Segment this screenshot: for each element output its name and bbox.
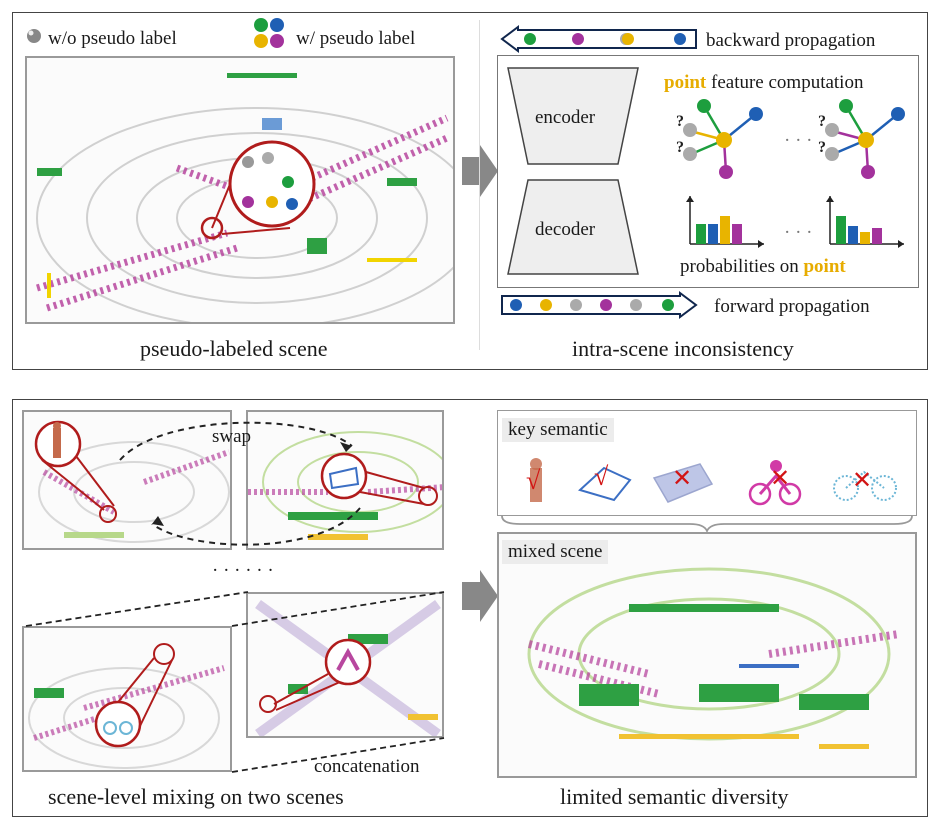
bottom-flow-arrow-icon xyxy=(462,570,498,622)
zoom-circle-top xyxy=(200,140,316,240)
point-feature-graph-left: ? ? xyxy=(676,99,763,179)
feature-title-rest: feature computation xyxy=(706,72,864,93)
probabilities-highlight: point xyxy=(803,256,846,277)
semantic-cross-3: ✕ xyxy=(852,468,873,494)
backward-propagation-arrow xyxy=(500,25,697,53)
probability-bars-left xyxy=(686,196,764,248)
probability-ellipsis: · · · xyxy=(784,222,813,243)
swap-arrows xyxy=(119,421,361,546)
semantic-pedestrian-icon xyxy=(530,458,542,502)
probabilities-label: probabilities on point xyxy=(680,256,846,278)
unknown-mark: ? xyxy=(676,113,684,130)
feature-title-highlight: point xyxy=(664,72,707,93)
mixed-scene-image xyxy=(497,532,917,778)
legend-gray-ball-icon xyxy=(27,29,41,43)
concatenation-label: concatenation xyxy=(314,756,420,777)
brace-connector xyxy=(501,515,913,534)
backward-propagation-label: backward propagation xyxy=(706,30,876,51)
concatenation-lines xyxy=(25,591,445,773)
probabilities-prefix: probabilities on xyxy=(680,256,804,277)
more-scenes-dots: · · · · · · xyxy=(212,560,274,581)
legend-with-label: w/ pseudo label xyxy=(296,28,416,49)
forward-propagation-arrow xyxy=(501,291,698,319)
semantic-check-1: √ xyxy=(526,466,541,495)
unknown-mark: ? xyxy=(676,139,684,156)
legend-without-label: w/o pseudo label xyxy=(48,28,177,49)
scene-c-image xyxy=(22,626,232,772)
scene-level-mixing-caption: scene-level mixing on two scenes xyxy=(48,784,344,809)
unknown-mark: ? xyxy=(818,113,826,130)
semantic-bicycle-icon xyxy=(833,470,897,501)
scene-b-image xyxy=(246,410,444,550)
semantic-cross-1: ✕ xyxy=(672,466,693,492)
semantic-cross-2: ✕ xyxy=(770,466,791,492)
unknown-mark: ? xyxy=(818,139,826,156)
forward-propagation-label: forward propagation xyxy=(714,296,870,317)
swap-zoom-rings xyxy=(34,420,438,523)
intra-scene-inconsistency-caption: intra-scene inconsistency xyxy=(572,336,794,361)
encoder-shape xyxy=(507,67,639,165)
legend-colored-balls-icon xyxy=(254,18,284,48)
top-divider xyxy=(479,20,480,350)
decoder-shape xyxy=(507,179,639,275)
semantic-car-icon xyxy=(578,466,632,502)
mixed-scene-label: mixed scene xyxy=(502,540,609,564)
semantic-truck-icon xyxy=(652,463,714,503)
swap-label: swap xyxy=(212,426,252,447)
semantic-motorcyclist-icon xyxy=(748,460,802,506)
limited-semantic-diversity-caption: limited semantic diversity xyxy=(560,784,789,809)
top-flow-arrow-icon xyxy=(462,145,498,197)
encoder-label: encoder xyxy=(535,107,596,128)
point-feature-graph-right: ? ? xyxy=(818,99,905,179)
key-semantic-label: key semantic xyxy=(502,418,614,442)
probability-bars-right xyxy=(826,196,904,248)
semantic-check-2: √ xyxy=(594,462,609,491)
feature-ellipsis: · · · xyxy=(784,130,813,151)
mix-zoom-rings xyxy=(94,638,372,748)
pseudo-labeled-scene-caption: pseudo-labeled scene xyxy=(140,336,328,361)
decoder-label: decoder xyxy=(535,219,596,240)
feature-computation-title: point feature computation xyxy=(664,72,863,94)
